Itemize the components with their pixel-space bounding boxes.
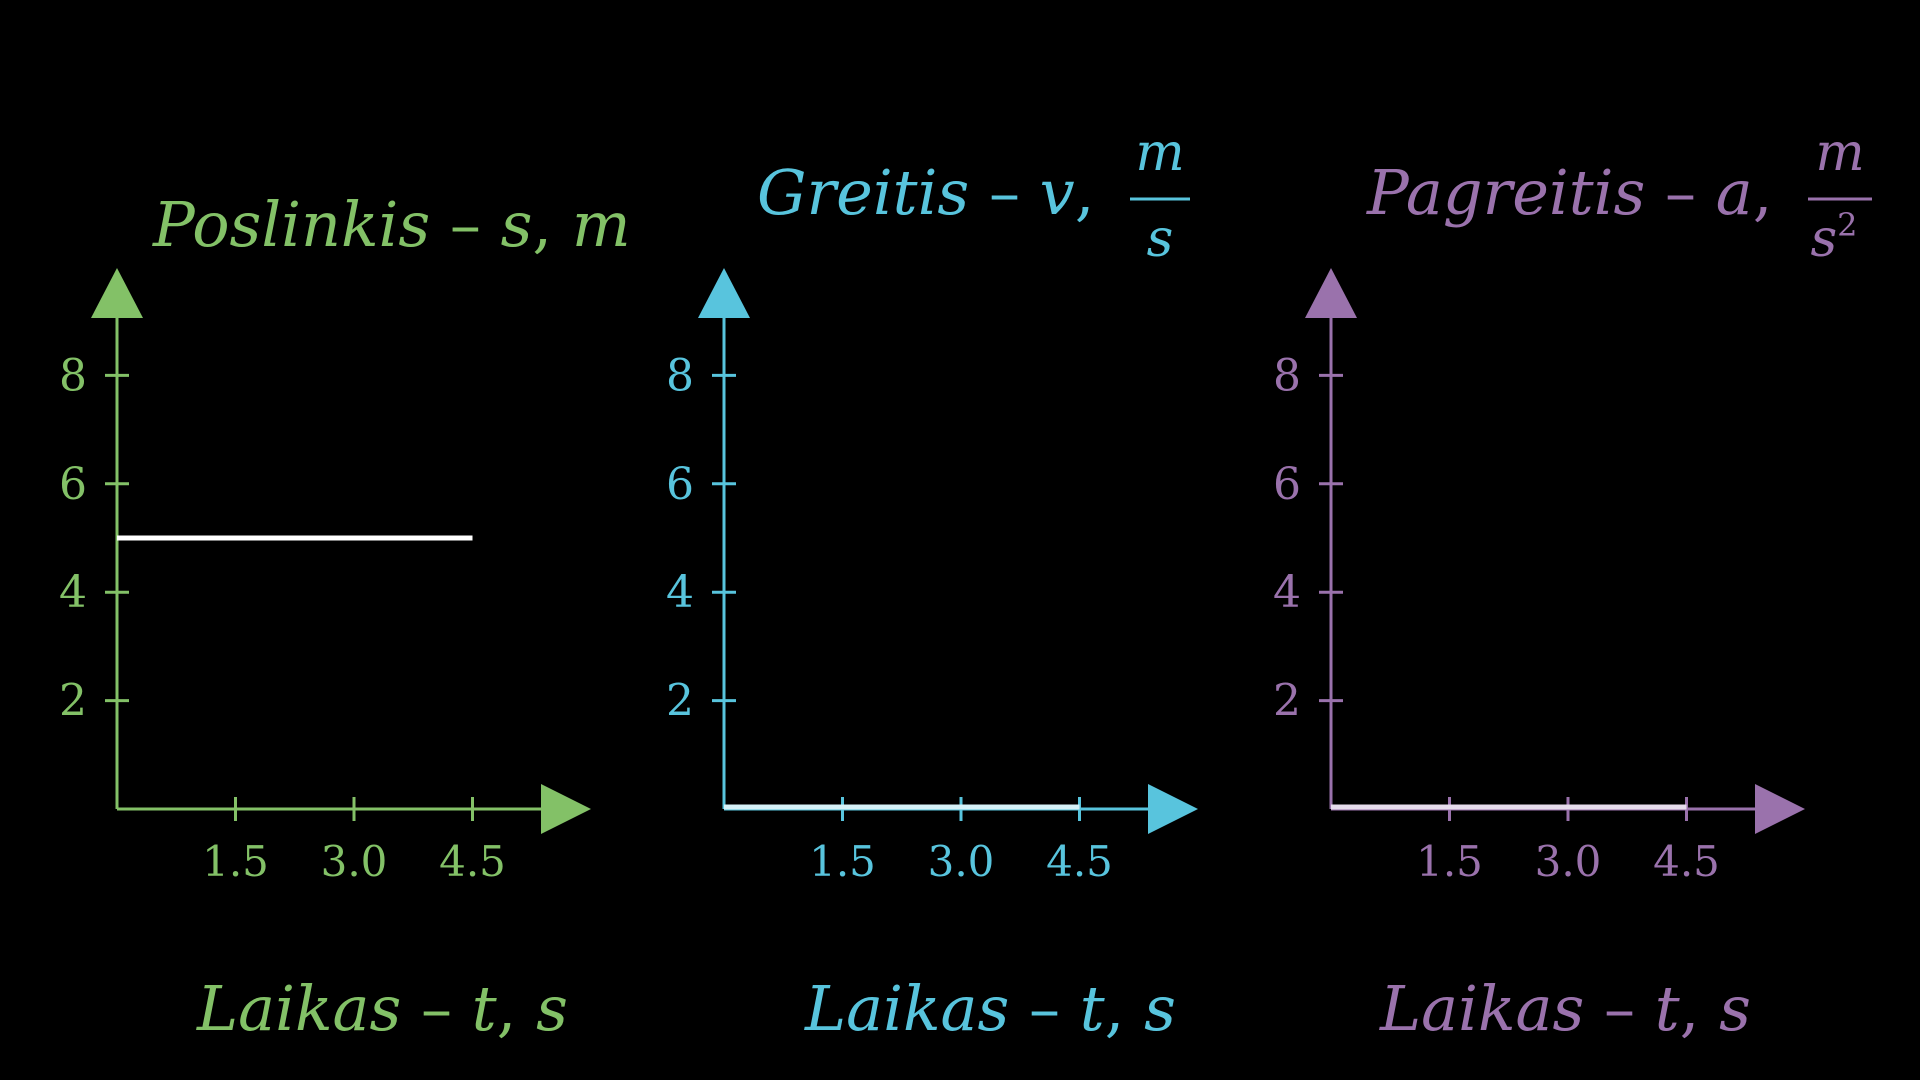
x-tick-label: 1.5 (1416, 837, 1483, 886)
y-tick-label: 2 (59, 676, 87, 727)
x-axis-label: Laikas – t, s (1379, 972, 1751, 1045)
unit-numerator: m (1135, 123, 1184, 183)
x-axis-arrow (1148, 784, 1198, 834)
y-tick-label: 6 (666, 459, 694, 510)
y-tick-label: 8 (59, 350, 87, 401)
y-tick-label: 2 (1273, 676, 1301, 727)
y-axis-arrow (1305, 268, 1357, 318)
unit-denominator: s2 (1810, 206, 1857, 269)
x-tick-label: 3.0 (1535, 837, 1602, 886)
x-axis-arrow (541, 784, 591, 834)
x-axis-arrow (1755, 784, 1805, 834)
chart-acceleration: Pagreitis – a, m s2 1.5 3.0 4.5 2 4 6 8 Laikas… (1273, 123, 1872, 1045)
y-axis-arrow (91, 268, 143, 318)
chart-title: Pagreitis – a, (1366, 156, 1772, 229)
axes: 1.5 3.0 4.5 2 4 6 8 (59, 268, 591, 886)
unit-numerator: m (1815, 123, 1864, 183)
x-tick-label: 4.5 (1653, 837, 1720, 886)
chart-title: Poslinkis – s, m (152, 188, 631, 261)
y-axis-arrow (698, 268, 750, 318)
y-tick-label: 6 (1273, 459, 1301, 510)
chart-title: Greitis – v, (757, 156, 1094, 229)
x-axis-label: Laikas – t, s (196, 972, 568, 1045)
y-tick-label: 4 (59, 567, 87, 618)
y-tick-label: 6 (59, 459, 87, 510)
axes: 1.5 3.0 4.5 2 4 6 8 (1273, 268, 1805, 886)
x-tick-label: 1.5 (809, 837, 876, 886)
y-tick-label: 2 (666, 676, 694, 727)
y-tick-label: 4 (1273, 567, 1301, 618)
y-tick-label: 4 (666, 567, 694, 618)
y-tick-label: 8 (1273, 350, 1301, 401)
x-tick-label: 1.5 (202, 837, 269, 886)
x-tick-label: 3.0 (928, 837, 995, 886)
x-axis-label: Laikas – t, s (804, 972, 1176, 1045)
chart-velocity: Greitis – v, m s 1.5 3.0 4.5 2 4 6 8 Laikas – … (666, 123, 1198, 1045)
x-tick-label: 3.0 (321, 837, 388, 886)
unit-denominator: s (1147, 209, 1174, 269)
x-tick-label: 4.5 (439, 837, 506, 886)
y-tick-label: 8 (666, 350, 694, 401)
x-tick-label: 4.5 (1046, 837, 1113, 886)
chart-displacement: Poslinkis – s, m 1.5 3.0 4.5 2 4 6 8 Laikas – … (59, 188, 631, 1045)
